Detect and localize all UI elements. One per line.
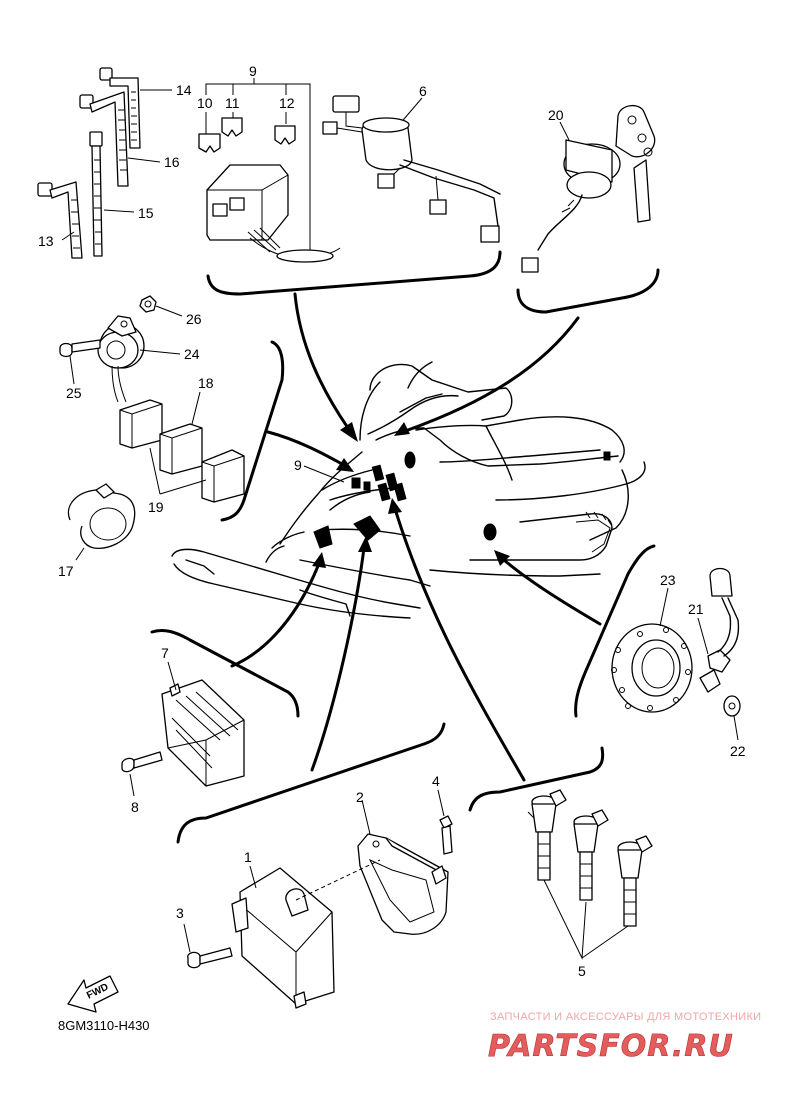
sensor-rotor-23 [611, 587, 693, 713]
watermark: ЗАПЧАСТИ И АКСЕССУАРЫ ДЛЯ МОТОТЕХНИКИ PA… [488, 1011, 761, 1064]
callout-1: 1 [244, 849, 252, 865]
callout-5: 5 [578, 963, 586, 979]
callout-16: 16 [164, 154, 180, 170]
cable-tie-group [37, 67, 172, 259]
fuse-12 [274, 125, 296, 145]
fuse-10 [198, 133, 221, 153]
callout-15: 15 [138, 205, 154, 221]
diagram-code: 8GM3110-H430 [58, 1018, 150, 1033]
cable-tie-15 [89, 131, 103, 257]
watermark-tagline: ЗАПЧАСТИ И АКСЕССУАРЫ ДЛЯ МОТОТЕХНИКИ [490, 1011, 761, 1023]
speed-sensor-21 [697, 567, 740, 693]
plug-cap-2 [573, 809, 609, 901]
fwd-arrow-icon: FWD [67, 975, 119, 1013]
bolt-22 [723, 695, 741, 741]
callout-9-top: 9 [249, 63, 257, 79]
rectifier-regulator-7 [161, 661, 245, 787]
sub-harness-6 [322, 95, 501, 243]
pulser-coil-24 [97, 315, 181, 403]
callout-11: 11 [225, 95, 240, 111]
watermark-logo: PARTSFOR.RU [488, 1029, 734, 1064]
main-switch-20 [521, 105, 656, 273]
bolt-3 [183, 923, 233, 969]
callout-7: 7 [161, 645, 169, 661]
plug-caps-5 [527, 789, 653, 960]
callout-26: 26 [186, 311, 202, 327]
bolt-4 [437, 789, 453, 855]
plug-cap-1 [527, 789, 567, 881]
fuse-box [206, 164, 341, 263]
bolt-25 [59, 339, 101, 385]
callout-6: 6 [419, 83, 427, 99]
speed-sensor-group [611, 567, 741, 741]
callout-21: 21 [688, 601, 704, 617]
callout-14: 14 [176, 82, 192, 98]
cable-tie-13 [37, 181, 83, 259]
callout-12: 12 [279, 95, 295, 111]
section-brackets [150, 250, 660, 844]
fuse-box-assembly [198, 78, 341, 263]
cable-tie-16 [79, 91, 129, 187]
nut-26 [139, 295, 183, 317]
bolt-8 [121, 751, 163, 797]
callout-23: 23 [660, 572, 676, 588]
callout-9-main: 9 [294, 457, 302, 473]
callout-2: 2 [356, 789, 364, 805]
fuse-11 [221, 117, 243, 137]
relay-18-19 [119, 391, 245, 503]
callout-13: 13 [38, 233, 54, 249]
callout-25: 25 [66, 385, 82, 401]
cable-tie-14 [99, 67, 141, 149]
plug-cap-3 [617, 835, 653, 927]
callout-10: 10 [197, 95, 213, 111]
callout-4: 4 [432, 773, 440, 789]
clamp-17 [67, 483, 136, 561]
callout-18: 18 [198, 375, 214, 391]
bracket-2 [295, 799, 449, 935]
callout-3: 3 [176, 905, 184, 921]
callout-numbers: 1 2 3 4 5 6 7 8 9 9 10 11 12 13 14 15 16… [38, 63, 746, 979]
locator-arrows [230, 292, 602, 782]
cdi-unit-1 [231, 865, 335, 1009]
callout-8: 8 [131, 799, 139, 815]
callout-20: 20 [548, 107, 564, 123]
callout-24: 24 [184, 346, 200, 362]
callout-22: 22 [730, 743, 746, 759]
callout-19: 19 [148, 499, 164, 515]
installed-components [313, 451, 611, 549]
callout-17: 17 [58, 563, 74, 579]
